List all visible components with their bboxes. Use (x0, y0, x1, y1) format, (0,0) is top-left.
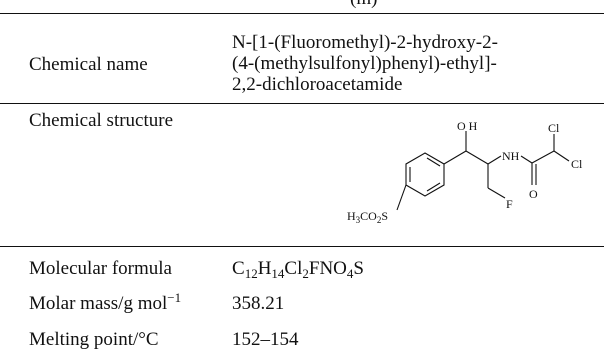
atom-o-label: O (529, 187, 538, 201)
atom-nh-label: NH (502, 149, 520, 163)
row-divider (0, 103, 604, 104)
row-divider (0, 246, 604, 247)
atom-f-label: F (506, 197, 513, 211)
chemical-structure-label: Chemical structure (29, 110, 174, 131)
chemical-name-label: Chemical name (29, 54, 148, 75)
chemical-name-value: N-[1-(Fluoromethyl)-2-hydroxy-2- (4-(met… (232, 32, 498, 95)
melting-point-label: Melting point/°C (29, 329, 159, 350)
atom-cl-top-label: Cl (548, 121, 560, 135)
structure-bonds (396, 131, 570, 211)
molar-mass-value: 358.21 (232, 293, 285, 314)
table-caption-fragment: (m) (350, 0, 377, 9)
molar-mass-label: Molar mass/g mol−1 (29, 290, 182, 314)
molecular-formula-label: Molecular formula (29, 258, 172, 279)
melting-point-value: 152–154 (232, 329, 299, 350)
chemical-structure-diagram: O H NH Cl Cl O F H3CO2S (347, 119, 583, 225)
chemical-name-line: 2,2-dichloroacetamide (232, 74, 403, 95)
molecular-formula-value: C12H14Cl2FNO4S (232, 258, 364, 281)
chemical-name-line: N-[1-(Fluoromethyl)-2-hydroxy-2- (232, 32, 498, 53)
atom-cl-right-label: Cl (571, 157, 583, 171)
table-top-rule (0, 13, 604, 14)
atom-oh-label: O H (457, 119, 478, 133)
chemical-name-line: (4-(methylsulfonyl)phenyl)-ethyl]- (232, 53, 497, 74)
atom-h3co2s-label: H3CO2S (347, 209, 388, 225)
